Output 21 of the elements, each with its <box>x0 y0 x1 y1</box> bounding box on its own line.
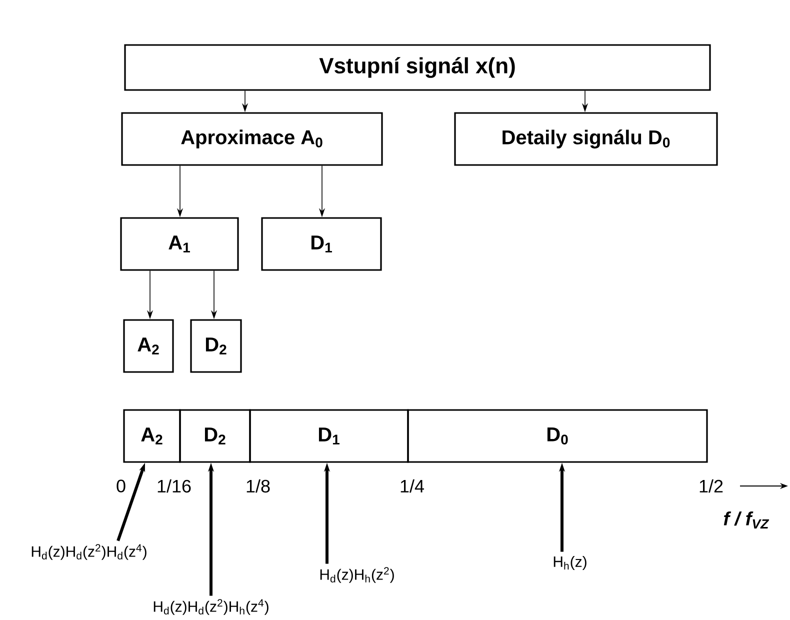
box: A$_{2}$ <box>123 319 174 373</box>
box: Vstupní signál x(n) <box>124 44 711 91</box>
box: A$_{1}$ <box>120 217 239 271</box>
axis-label: f / f$_{VZ}$ <box>724 512 770 528</box>
band-segment: D$_{1}$ <box>249 409 409 463</box>
tick-label: 1/16 <box>158 479 191 493</box>
tick-label: 0 <box>116 480 126 492</box>
band-segment: D$_{0}$ <box>407 409 708 463</box>
formula-label: H$_{d}$(z)H$_{d}$(z$^{2}$)H$_{d}$(z$^{4}$) <box>32 544 146 560</box>
box: Detaily signálu D$_{0}$ <box>454 112 718 166</box>
box: Aproximace A$_{0}$ <box>121 112 383 166</box>
formula-label: H$_{d}$(z)H$_{d}$(z$^{2}$)H$_{h}$(z$^{4}$) <box>154 599 268 615</box>
formula-label: H$_{d}$(z)H$_{h}$(z$^{2}$) <box>320 567 394 583</box>
box: D$_{1}$ <box>261 217 382 271</box>
band-segment: D$_{2}$ <box>179 409 251 463</box>
box: D$_{2}$ <box>190 319 242 373</box>
tick-label: 1/4 <box>400 479 424 493</box>
band-segment: A$_{2}$ <box>123 409 181 463</box>
tick-label: 1/2 <box>700 479 723 493</box>
tick-label: 1/8 <box>246 479 270 493</box>
formula-label: H$_{h}$(z) <box>554 556 586 570</box>
